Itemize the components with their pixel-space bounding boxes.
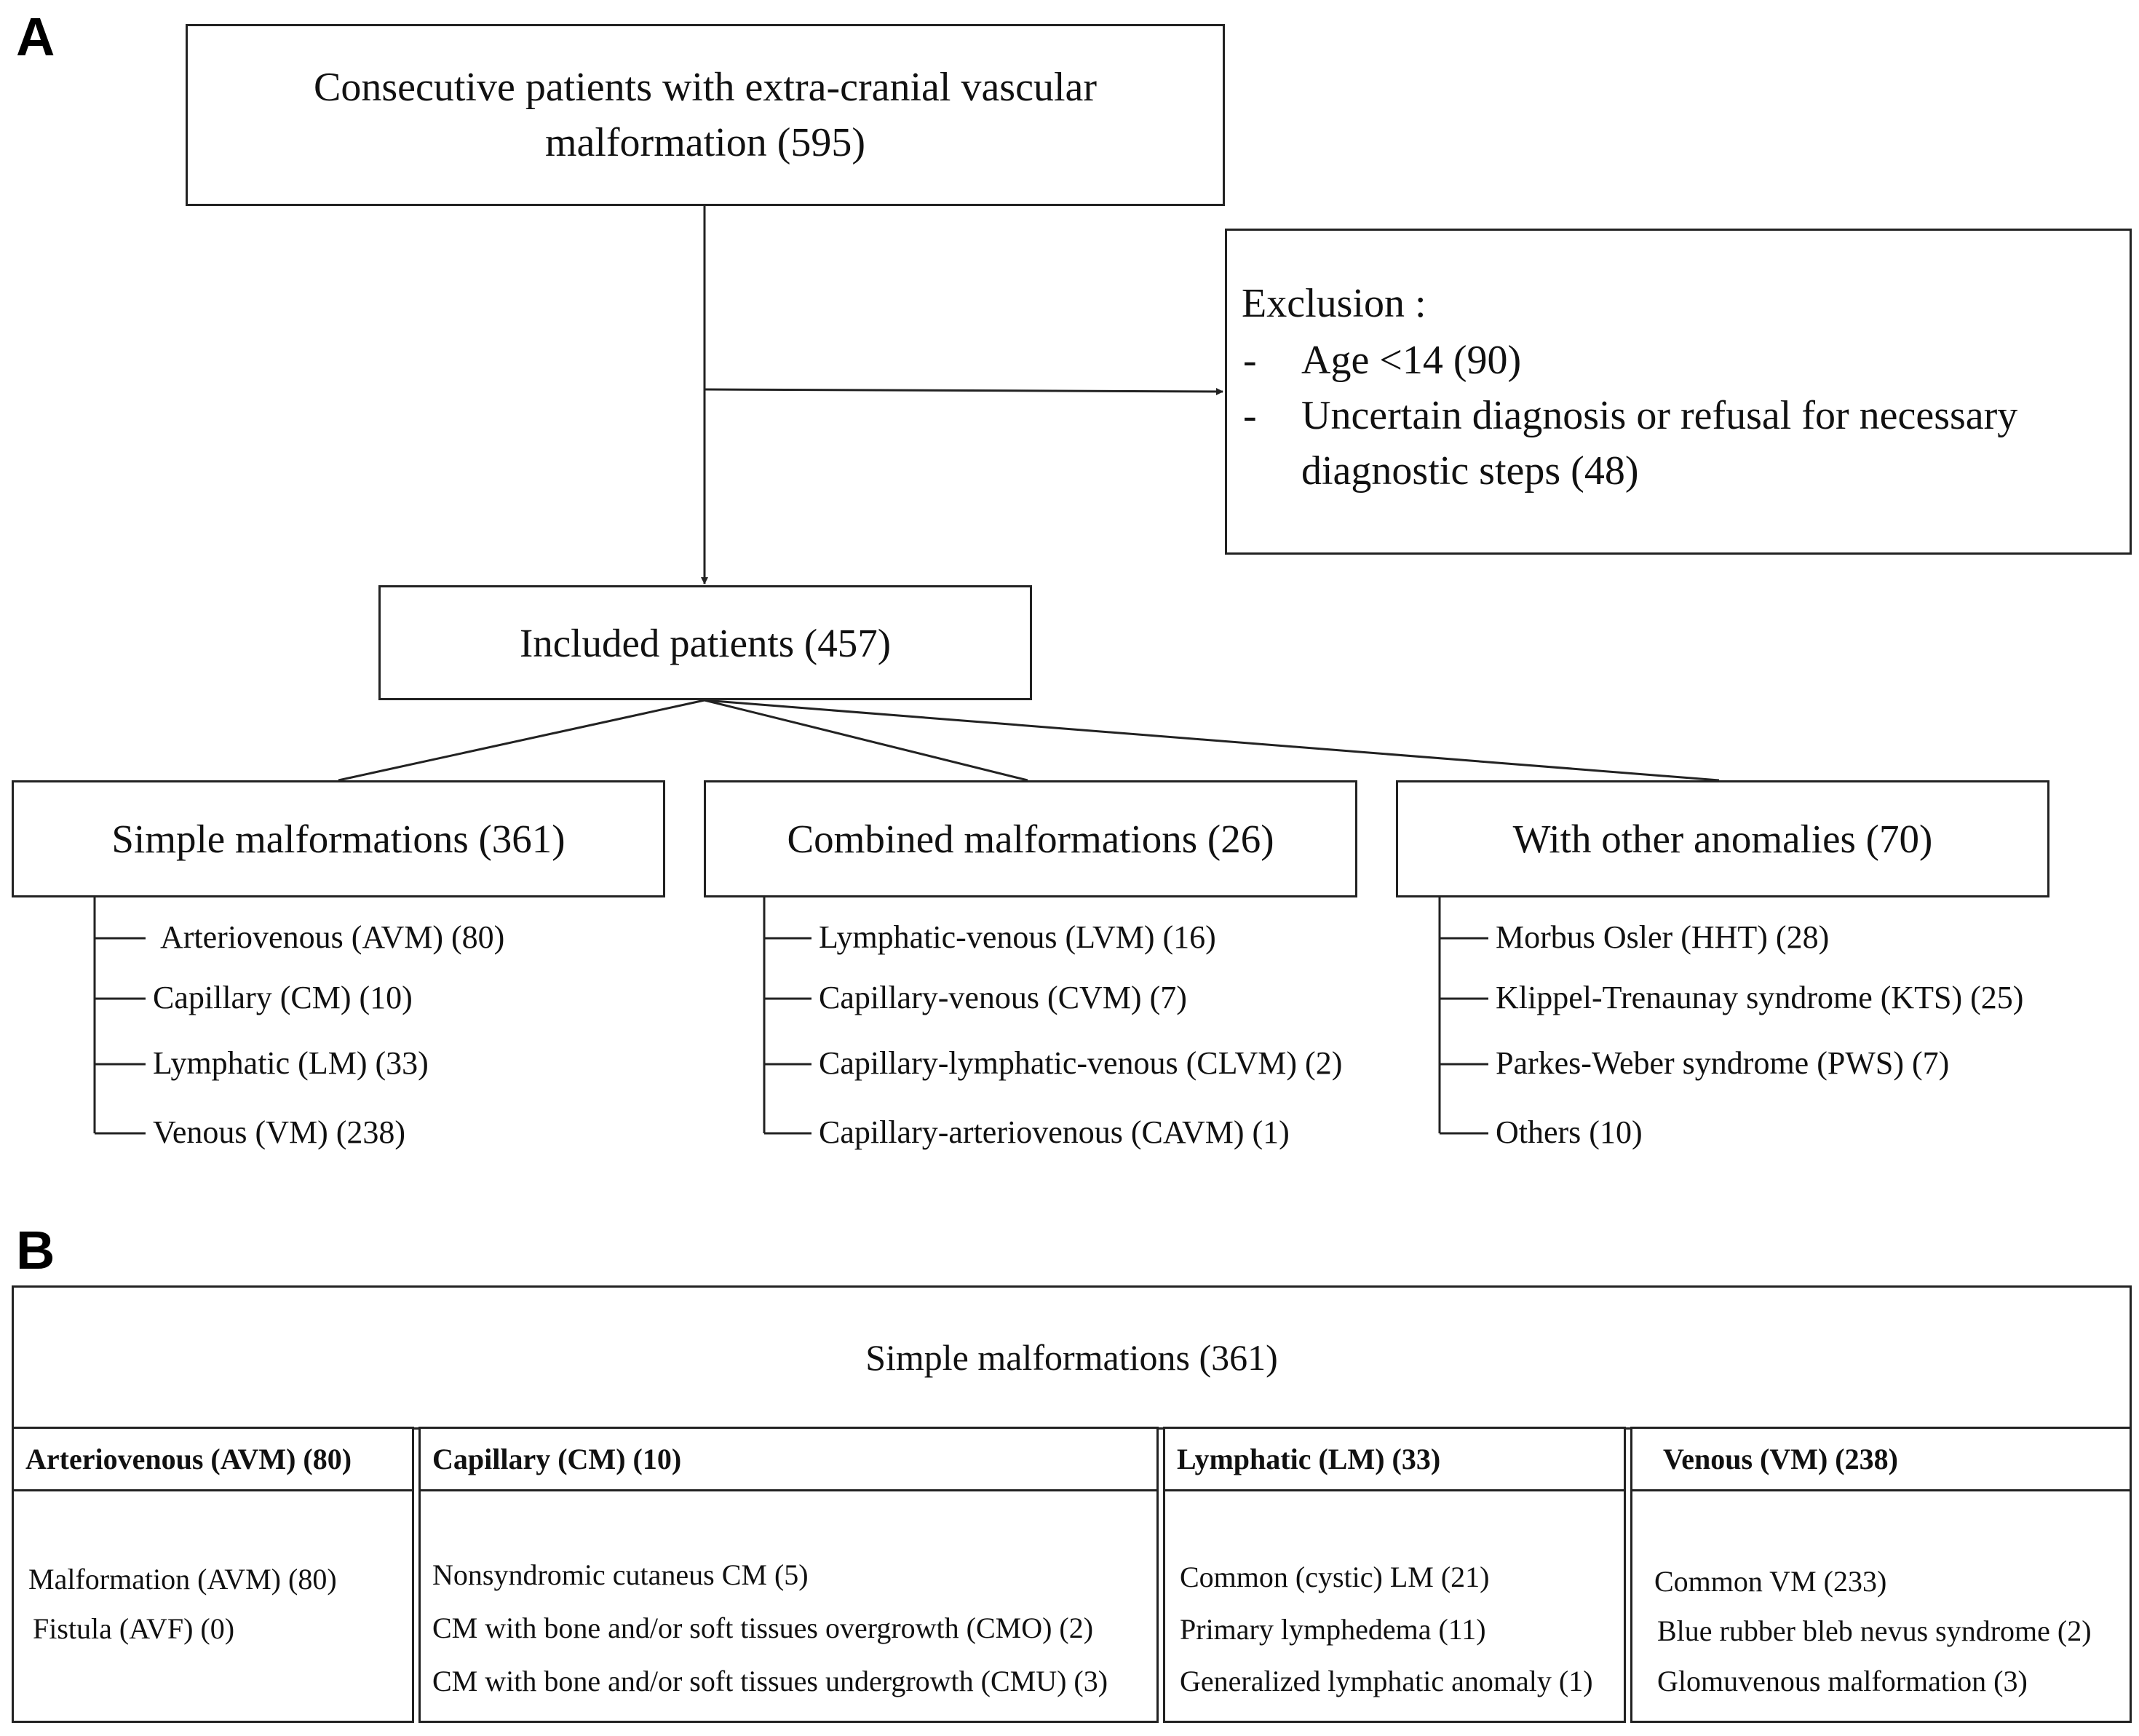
link-other [704, 699, 1720, 782]
list-item: Capillary (CM) (10) [153, 980, 413, 1015]
list-item: Venous (VM) (238) [153, 1114, 406, 1150]
exclusion-bullet-2: - [1243, 393, 1257, 438]
group-other-anomalies-box: With other anomalies (70) [1396, 780, 2049, 897]
list-item: Fistula (AVF) (0) [33, 1612, 235, 1645]
list-item: Nonsyndromic cutaneus CM (5) [432, 1558, 809, 1591]
consecutive-patients-box: Consecutive patients with extra-cranial … [186, 24, 1225, 206]
list-item: Glomuvenous malformation (3) [1657, 1665, 2028, 1697]
list-item: Generalized lymphatic anomaly (1) [1180, 1665, 1593, 1697]
list-item: Blue rubber bleb nevus syndrome (2) [1657, 1614, 2092, 1647]
exclusion-age: Age <14 (90) [1301, 338, 1522, 383]
exclusion-title: Exclusion : [1242, 281, 1426, 326]
list-item: Lymphatic (LM) (33) [153, 1045, 429, 1081]
arrow-to-exclusion [704, 387, 1223, 395]
vm-column: Venous (VM) (238) Common VM (233) Blue r… [1630, 1427, 2132, 1723]
list-item: Morbus Osler (HHT) (28) [1496, 919, 1830, 955]
list-item: Lymphatic-venous (LVM) (16) [819, 919, 1216, 955]
list-item: CM with bone and/or soft tissues overgro… [432, 1612, 1094, 1644]
group-simple-box: Simple malformations (361) [12, 780, 665, 897]
list-item: CM with bone and/or soft tissues undergr… [432, 1665, 1108, 1697]
cm-column: Capillary (CM) (10) Nonsyndromic cutaneu… [418, 1427, 1159, 1723]
included-patients-box: Included patients (457) [378, 585, 1032, 700]
top-box-line1: Consecutive patients with extra-cranial … [313, 65, 1098, 110]
exclusion-uncertain-line1: Uncertain diagnosis or refusal for neces… [1301, 393, 2018, 438]
list-item: Common (cystic) LM (21) [1180, 1561, 1490, 1593]
cm-column-header: Capillary (CM) (10) [421, 1429, 1156, 1491]
list-item: Malformation (AVM) (80) [28, 1563, 337, 1596]
exclusion-bullet-1: - [1243, 338, 1257, 383]
exclusion-box: Exclusion : - Age <14 (90) - Uncertain d… [1225, 229, 2132, 555]
lm-column: Lymphatic (LM) (33) Common (cystic) LM (… [1163, 1427, 1626, 1723]
list-item: Parkes-Weber syndrome (PWS) (7) [1496, 1045, 1950, 1081]
simple-malformations-title-box: Simple malformations (361) [12, 1285, 2132, 1430]
exclusion-uncertain-line2: diagnostic steps (48) [1301, 448, 1639, 494]
list-item: Common VM (233) [1654, 1565, 1887, 1598]
list-item: Primary lymphedema (11) [1180, 1613, 1486, 1646]
top-box-line2: malformation (595) [544, 120, 866, 165]
panel-a-label: A [16, 7, 55, 67]
lm-column-header: Lymphatic (LM) (33) [1165, 1429, 1624, 1491]
group-combined-box: Combined malformations (26) [704, 780, 1357, 897]
list-item: Capillary-arteriovenous (CAVM) (1) [819, 1114, 1290, 1150]
avm-column: Arteriovenous (AVM) (80) Malformation (A… [12, 1427, 414, 1723]
avm-column-header: Arteriovenous (AVM) (80) [14, 1429, 412, 1491]
list-item: Klippel-Trenaunay syndrome (KTS) (25) [1496, 980, 2024, 1015]
vm-column-header: Venous (VM) (238) [1632, 1429, 2130, 1491]
list-item: Capillary-venous (CVM) (7) [819, 980, 1187, 1015]
link-combined [704, 699, 1028, 782]
list-item: Others (10) [1496, 1114, 1643, 1150]
list-item: Arteriovenous (AVM) (80) [160, 919, 505, 955]
list-item: Capillary-lymphatic-venous (CLVM) (2) [819, 1045, 1343, 1081]
panel-b-label: B [16, 1220, 55, 1280]
link-simple [338, 699, 705, 782]
